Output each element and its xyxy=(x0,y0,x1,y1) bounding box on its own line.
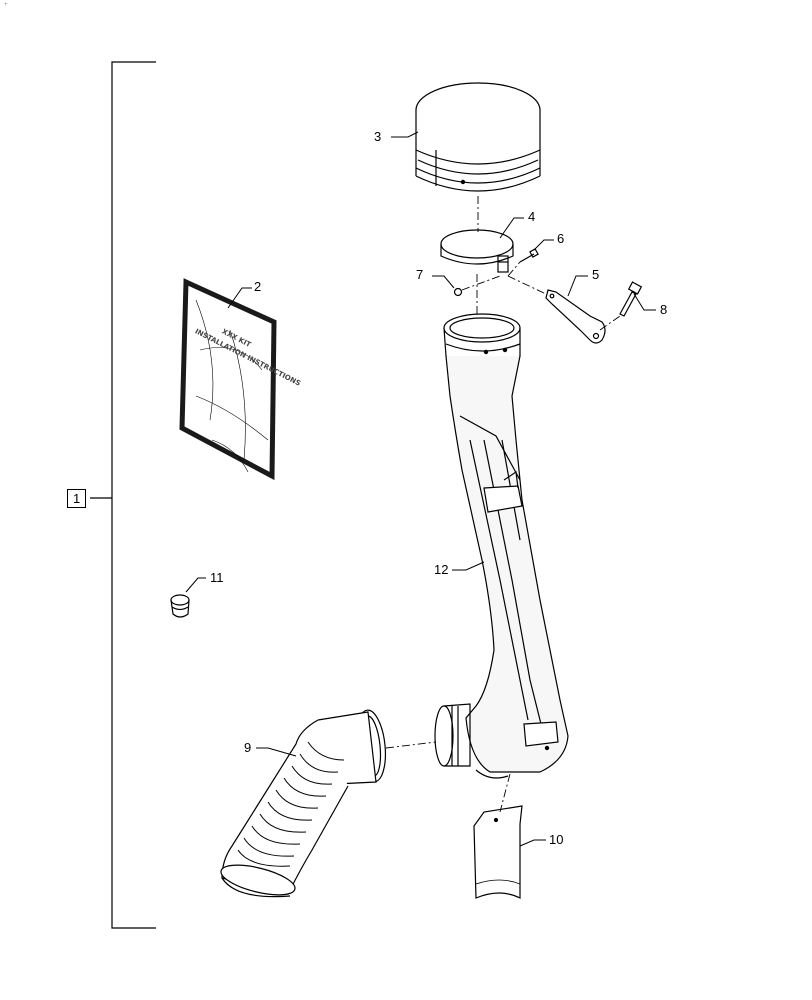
callout-2: 2 xyxy=(254,279,262,294)
part-7-nut xyxy=(453,287,463,297)
part-2-booklet xyxy=(179,278,277,481)
part-10-shield xyxy=(473,805,523,899)
part-6-screw xyxy=(519,248,539,263)
leader-lines xyxy=(185,131,656,847)
kit-bracket xyxy=(90,61,156,929)
part-9-bellows-hose xyxy=(220,709,387,898)
callout-10: 10 xyxy=(549,832,564,847)
callout-9: 9 xyxy=(244,740,252,755)
part-5-bracket xyxy=(545,289,606,344)
part-4-clamp xyxy=(440,229,514,273)
part-11-plug xyxy=(170,594,190,618)
part-8-bolt xyxy=(619,281,643,317)
callout-3: 3 xyxy=(374,129,382,144)
callout-1: 1 xyxy=(67,489,87,508)
callout-6: 6 xyxy=(557,231,565,246)
assembly-centerlines xyxy=(385,196,621,813)
callout-7: 7 xyxy=(416,267,424,282)
callout-12: 12 xyxy=(434,562,449,577)
callout-5: 5 xyxy=(592,267,600,282)
part-12-intake-tube xyxy=(434,313,569,779)
callout-4: 4 xyxy=(528,209,536,224)
part-3-cap xyxy=(415,82,541,192)
corner-mark: + xyxy=(4,2,8,8)
callout-11: 11 xyxy=(210,570,224,585)
callout-8: 8 xyxy=(660,302,668,317)
